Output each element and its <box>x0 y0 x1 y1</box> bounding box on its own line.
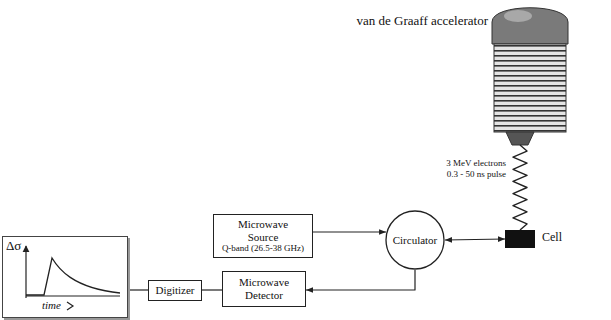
node-text: Q-band (26.5-38 GHz) <box>222 243 304 253</box>
circulator-circle: Circulator <box>385 210 445 270</box>
dome-highlight <box>504 10 532 22</box>
electron-beam <box>513 145 527 230</box>
digitizer-box: Digitizer <box>148 280 202 301</box>
y-axis <box>25 246 26 298</box>
signal-curve <box>26 258 120 295</box>
waveguide-line <box>313 231 386 232</box>
waveguide-line <box>202 289 222 290</box>
waveguide-line <box>306 270 415 290</box>
waveguide-line <box>445 239 505 240</box>
sample-cell: Cell <box>505 230 535 248</box>
source-box: Microwave SourceQ-band (26.5-38 GHz) <box>213 214 313 258</box>
node-text: van de Graaff accelerator <box>357 14 488 29</box>
time-arrow <box>67 302 73 310</box>
circulator-ring <box>386 211 444 269</box>
accelerator-column <box>494 44 566 132</box>
node-text: Cell <box>542 231 562 245</box>
signal-plot: Δσ time <box>2 236 128 318</box>
beam-label: 3 MeV electrons 0.3 - 50 ns pulse <box>434 158 506 180</box>
accelerator-dome <box>492 8 568 44</box>
accelerator: van de Graaff accelerator <box>335 0 575 145</box>
node-text: time <box>42 299 61 312</box>
node-text: Circulator <box>393 234 438 247</box>
waveguide-line <box>128 289 148 290</box>
node-text: Microwave Source <box>228 218 298 243</box>
beam-port <box>506 132 534 145</box>
node-text: Digitizer <box>155 284 194 297</box>
node-text: Microwave Detector <box>229 276 299 301</box>
node-text: Δσ <box>6 239 21 254</box>
detector-box: Microwave Detector <box>222 271 306 307</box>
